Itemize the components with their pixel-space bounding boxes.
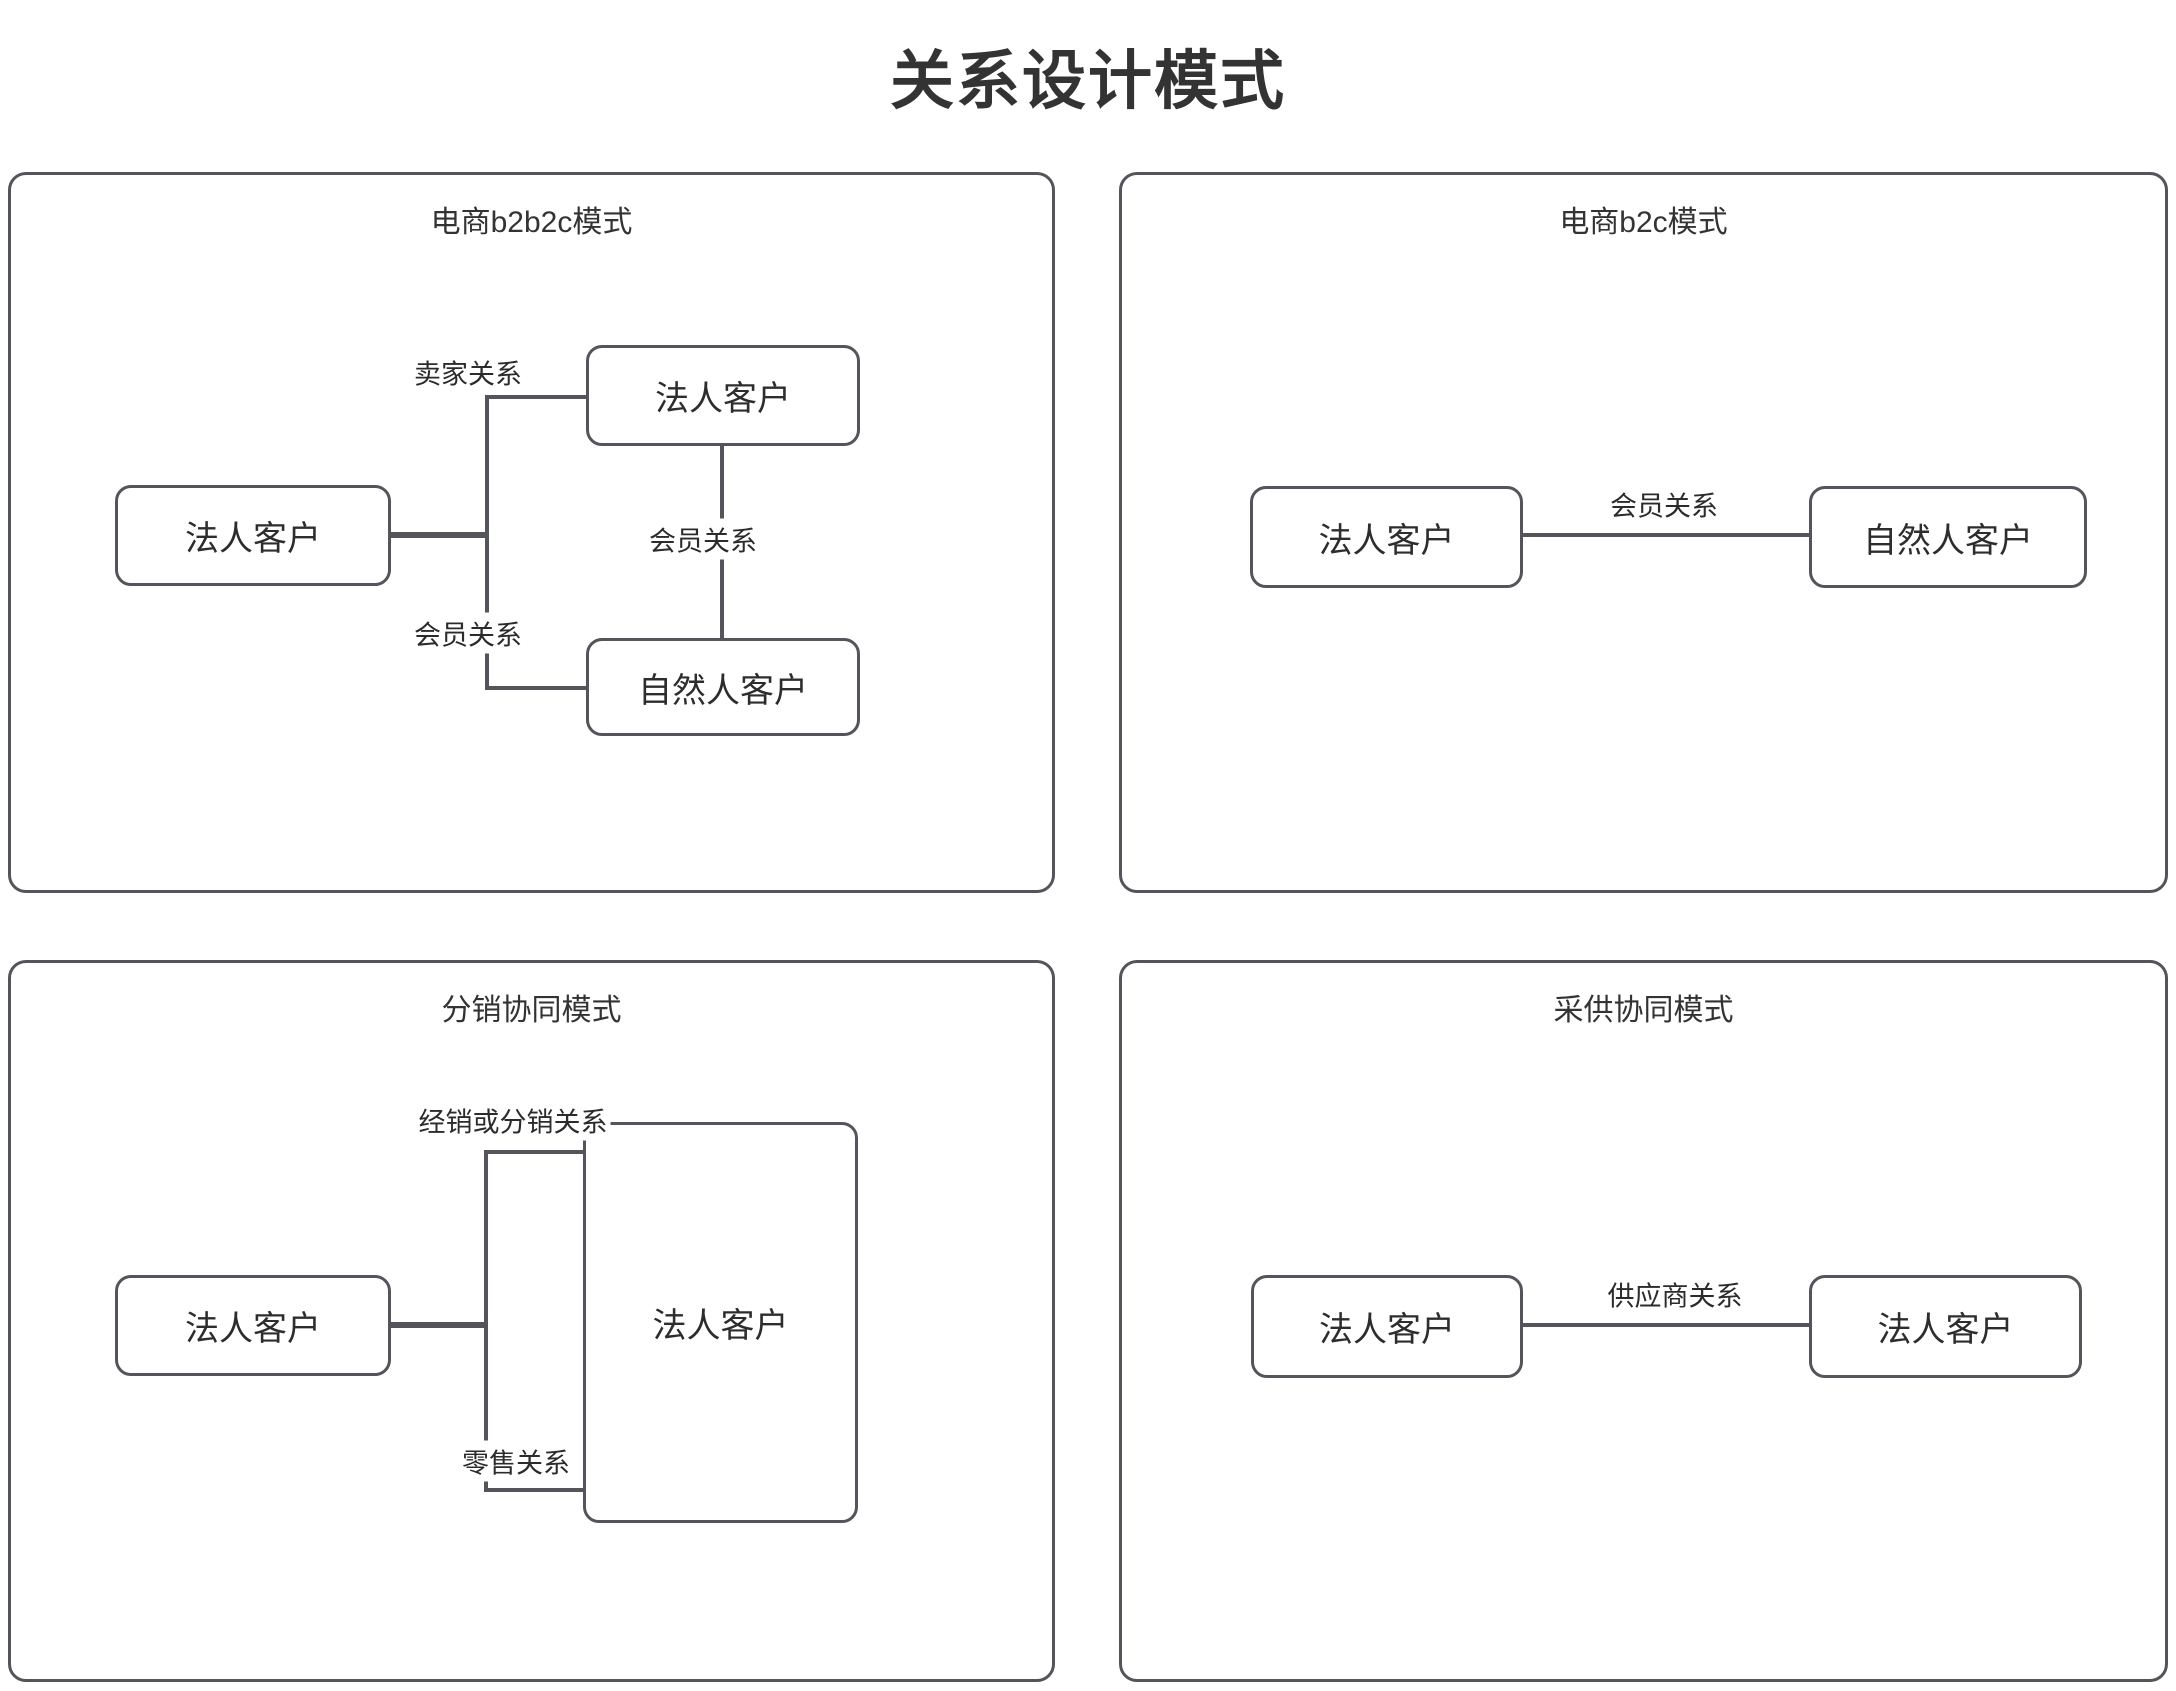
connector-trunk-vertical-line xyxy=(485,395,489,690)
node-label: 法人客户 xyxy=(655,380,791,418)
panel-title-b2b2c: 电商b2b2c模式 xyxy=(430,206,633,239)
panel-ecommerce-b2c: 电商b2c模式 法人客户 自然人客户 会员关系 xyxy=(1119,172,2168,893)
connector-trunk-vertical-line xyxy=(484,1150,488,1492)
node-label: 自然人客户 xyxy=(1863,521,2033,560)
page-title: 关系设计模式 xyxy=(890,45,1286,117)
edge-label-member-relation: 会员关系 xyxy=(646,518,760,560)
node-individual-customer: 自然人客户 xyxy=(586,638,860,736)
edge-label-retail-relation: 零售关系 xyxy=(459,1440,573,1482)
panel-title-distribution: 分销协同模式 xyxy=(441,994,622,1027)
edge-label-seller-relation: 卖家关系 xyxy=(411,351,525,393)
node-corporate-customer: 法人客户 xyxy=(115,485,391,586)
connector-left-node-line xyxy=(391,1322,488,1328)
node-label: 法人客户 xyxy=(185,520,321,558)
panel-procurement-collaboration: 采供协同模式 法人客户 法人客户 供应商关系 xyxy=(1119,960,2168,1682)
panel-ecommerce-b2b2c: 电商b2b2c模式 法人客户 法人客户 自然人客户 卖家关系 会员关系 会员关系 xyxy=(8,172,1055,893)
node-label: 法人客户 xyxy=(1877,1311,2014,1349)
node-corporate-customer: 法人客户 xyxy=(586,345,860,446)
edge-seller-relation-line xyxy=(487,395,586,399)
node-corporate-customer-tall: 法人客户 xyxy=(583,1122,858,1523)
node-corporate-customer: 法人客户 xyxy=(1250,486,1523,588)
edge-label-supplier-relation: 供应商关系 xyxy=(1604,1273,1746,1315)
node-corporate-customer: 法人客户 xyxy=(115,1275,391,1376)
edge-supplier-relation-line xyxy=(1523,1323,1809,1327)
node-label: 自然人客户 xyxy=(638,671,808,710)
node-label: 法人客户 xyxy=(652,1307,789,1345)
node-individual-customer: 自然人客户 xyxy=(1809,486,2087,588)
node-corporate-customer: 法人客户 xyxy=(1809,1275,2082,1378)
panel-title-b2c: 电商b2c模式 xyxy=(1559,206,1728,239)
node-label: 法人客户 xyxy=(185,1310,321,1348)
edge-retail-relation-line xyxy=(486,1488,583,1492)
node-label: 法人客户 xyxy=(1319,1311,1455,1349)
edge-label-distribution-relation: 经销或分销关系 xyxy=(415,1099,611,1141)
panel-title-procurement: 采供协同模式 xyxy=(1553,994,1734,1027)
edge-label-member-relation: 会员关系 xyxy=(1607,483,1721,525)
node-corporate-customer: 法人客户 xyxy=(1251,1275,1523,1378)
edge-member-relation-line xyxy=(1523,533,1809,537)
connector-left-node-line xyxy=(391,532,489,538)
edge-member-relation-low-line xyxy=(487,686,586,690)
node-label: 法人客户 xyxy=(1318,521,1455,560)
edge-distribution-relation-line xyxy=(486,1150,583,1154)
edge-label-member-relation: 会员关系 xyxy=(411,612,525,654)
panel-distribution-collaboration: 分销协同模式 法人客户 法人客户 经销或分销关系 零售关系 xyxy=(8,960,1055,1682)
